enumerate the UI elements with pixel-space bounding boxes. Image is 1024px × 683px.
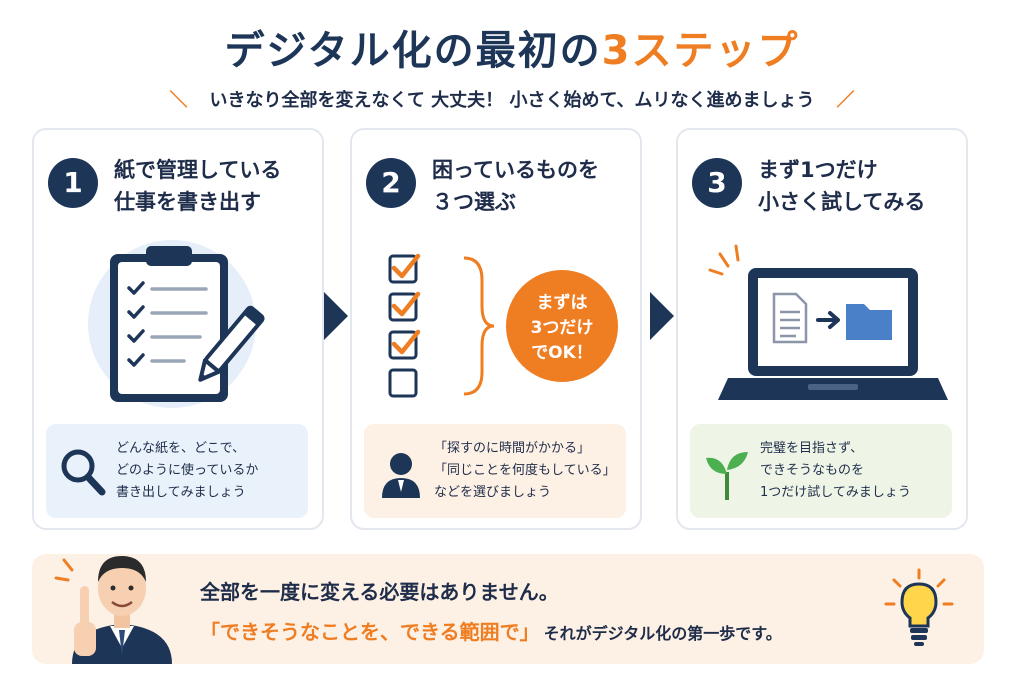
next-arrow-icon	[324, 292, 348, 340]
step-title-line: ３つ選ぶ	[432, 190, 516, 214]
tip-line: できそうなものを	[760, 463, 865, 478]
left-slash-decoration: ＼	[169, 90, 188, 111]
step-title-line: まず1つだけ	[758, 158, 878, 182]
step-number-badge: 2	[366, 158, 416, 208]
step-title: 紙で管理している 仕事を書き出す	[114, 154, 319, 218]
magnifier-icon	[61, 449, 106, 496]
bottom-highlight: 「できそうなことを、できる範囲で」	[200, 620, 540, 644]
bottom-message-rest: それがデジタル化の第一歩です。	[543, 624, 782, 643]
tip-line: 「同じことを何度もしている」	[434, 463, 616, 478]
page-title: デジタル化の最初の3ステップ	[0, 18, 1024, 76]
sprout-icon	[706, 452, 748, 500]
tip-text: どんな紙を、どこで、 どのように使っているか 書き出してみましょう	[116, 438, 306, 504]
bubble-line: でOK！	[531, 343, 593, 363]
bubble-line: まずは	[537, 293, 588, 313]
step-title-line: 紙で管理している	[114, 158, 282, 182]
tip-text: 完璧を目指さず、 できそうなものを 1つだけ試してみましょう	[760, 438, 950, 504]
step-number-badge: 3	[692, 158, 742, 208]
tip-line: どのように使っているか	[116, 463, 259, 478]
laptop-illustration	[708, 244, 948, 400]
title-main: デジタル化の最初の	[224, 28, 602, 74]
subtitle: ＼ いきなり全部を変えなくて 大丈夫！ 小さく始めて、ムリなく進めましょう ／	[0, 86, 1024, 112]
tip-line: 1つだけ試してみましょう	[760, 485, 911, 500]
tip-text: 「探すのに時間がかかる」 「同じことを何度もしている」 などを選びましょう	[434, 438, 624, 504]
next-arrow-icon	[650, 292, 674, 340]
tip-line: 完璧を目指さず、	[760, 441, 864, 456]
tip-box: どんな紙を、どこで、 どのように使っているか 書き出してみましょう	[46, 424, 308, 518]
tip-box: 完璧を目指さず、 できそうなものを 1つだけ試してみましょう	[690, 424, 952, 518]
tip-line: どんな紙を、どこで、	[116, 441, 246, 456]
checkbox-list-illustration: まずは 3つだけ でOK！	[388, 253, 618, 398]
title-accent: 3ステップ	[601, 28, 800, 74]
tip-line: などを選びましょう	[434, 485, 552, 500]
step-title-line: 仕事を書き出す	[114, 190, 261, 214]
step-title-line: 困っているものを	[432, 158, 599, 182]
bottom-message-banner: 全部を一度に変える必要はありません。 「できそうなことを、できる範囲で」それがデ…	[32, 554, 984, 664]
step-title: まず1つだけ 小さく試してみる	[758, 154, 963, 218]
businessman-pointing-illustration	[54, 556, 172, 664]
step-card-2: 2 困っているものを ３つ選ぶ まずは 3つだけ でOK！ 「探すのに時間がかか…	[350, 128, 642, 530]
tip-line: 書き出してみましょう	[116, 485, 246, 500]
lightbulb-icon	[884, 568, 954, 646]
person-icon	[382, 453, 420, 498]
step-card-1: 1 紙で管理している 仕事を書き出す どんな紙を、どこで、	[32, 128, 324, 530]
bottom-message-line1: 全部を一度に変える必要はありません。	[200, 580, 559, 604]
tip-box: 「探すのに時間がかかる」 「同じことを何度もしている」 などを選びましょう	[364, 424, 626, 518]
step-number-badge: 1	[48, 158, 98, 208]
subtitle-text: いきなり全部を変えなくて 大丈夫！ 小さく始めて、ムリなく進めましょう	[209, 90, 815, 111]
step-title-line: 小さく試してみる	[758, 190, 926, 214]
bottom-message-line2: 「できそうなことを、できる範囲で」それがデジタル化の第一歩です。	[200, 616, 782, 645]
tip-line: 「探すのに時間がかかる」	[434, 441, 591, 456]
bubble-line: 3つだけ	[531, 318, 594, 338]
step-title: 困っているものを ３つ選ぶ	[432, 154, 637, 218]
right-slash-decoration: ／	[836, 90, 855, 111]
clipboard-checklist-illustration	[88, 240, 265, 408]
step-card-3: 3 まず1つだけ 小さく試してみる 完璧を目指さず、 できそうなものを 1つだけ…	[676, 128, 968, 530]
